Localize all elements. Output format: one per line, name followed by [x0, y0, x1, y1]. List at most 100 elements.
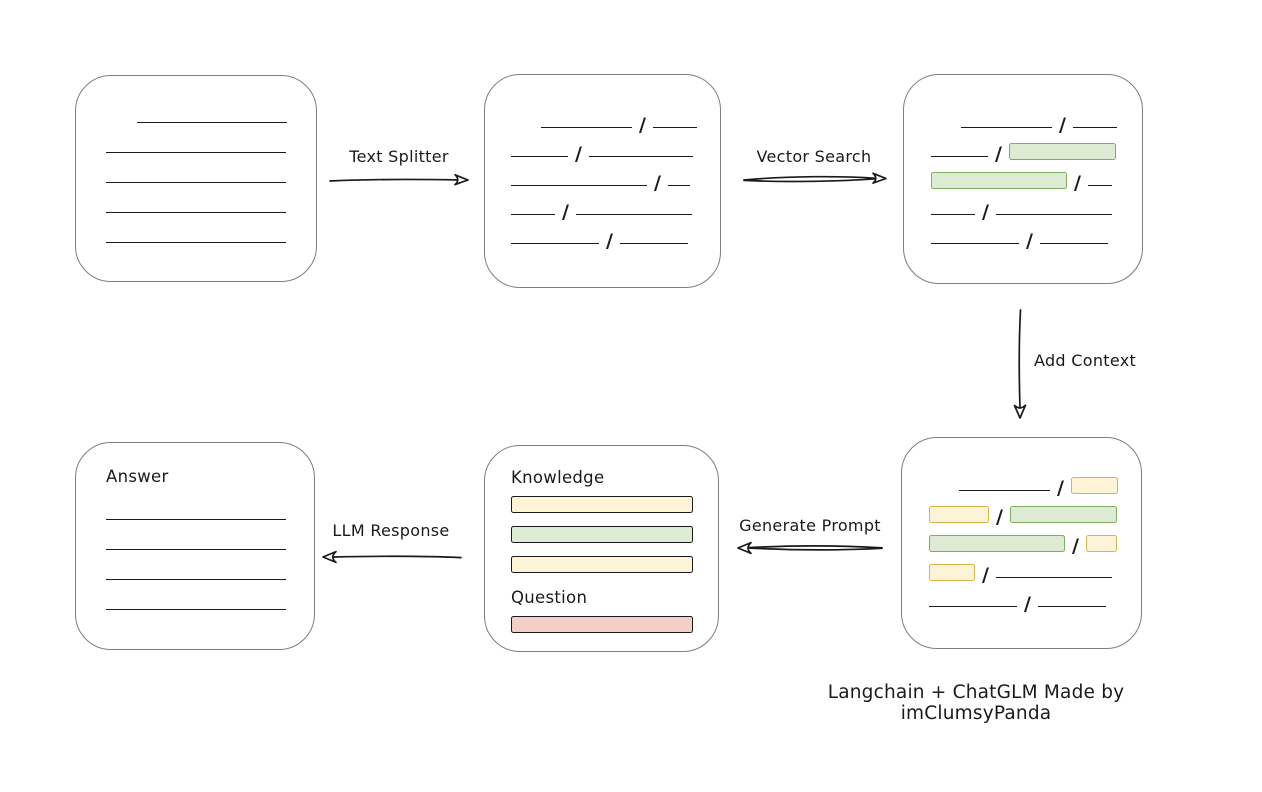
slash-separator: / — [996, 506, 1003, 528]
knowledge-bars — [511, 496, 694, 573]
vector-matches-box: / / / / / — [903, 74, 1143, 284]
text-row — [106, 126, 316, 156]
text-row: / — [511, 160, 720, 194]
text-row — [106, 96, 316, 126]
text-row — [106, 493, 314, 523]
source-document-box — [75, 75, 317, 282]
text-line — [931, 214, 975, 215]
yellow-bar — [511, 556, 693, 573]
slash-separator: / — [1074, 172, 1081, 194]
text-splitter-label: Text Splitter — [349, 147, 449, 166]
slash-separator: / — [606, 230, 613, 252]
text-row: / — [929, 552, 1141, 586]
question-label: Question — [511, 588, 588, 607]
text-row: / — [931, 189, 1142, 223]
text-line — [106, 609, 286, 610]
slash-separator: / — [982, 201, 989, 223]
add-context-arrow-icon — [1013, 309, 1027, 419]
text-line — [667, 185, 690, 186]
knowledge-label: Knowledge — [511, 468, 605, 487]
green-highlight-chip — [1008, 143, 1116, 160]
text-line — [106, 549, 286, 550]
yellow-highlight-chip — [1070, 477, 1118, 494]
text-line — [575, 214, 692, 215]
text-line — [137, 122, 287, 123]
slash-separator: / — [1024, 593, 1031, 615]
text-row: / — [929, 465, 1141, 499]
text-line — [1039, 243, 1108, 244]
text-line — [652, 127, 697, 128]
text-row: / — [929, 523, 1141, 556]
yellow-highlight-chip — [1085, 535, 1117, 552]
llm-response-label: LLM Response — [332, 521, 450, 540]
context-chunks-box: ///// — [901, 437, 1142, 649]
text-line — [106, 519, 286, 520]
vector-search-label: Vector Search — [756, 147, 872, 166]
text-splitter-arrow-icon — [329, 173, 469, 186]
slash-separator: / — [1057, 477, 1064, 499]
red-bar — [511, 616, 693, 633]
text-line — [588, 156, 693, 157]
text-line — [619, 243, 688, 244]
slash-separator: / — [654, 172, 661, 194]
text-row — [106, 553, 314, 583]
text-line — [106, 212, 286, 213]
text-line — [1072, 127, 1117, 128]
text-row — [106, 186, 316, 216]
text-line — [511, 185, 647, 186]
slash-separator: / — [639, 114, 646, 136]
text-row — [106, 216, 316, 246]
text-row: / — [931, 102, 1142, 136]
text-line — [995, 577, 1112, 578]
text-row: / — [931, 131, 1142, 165]
text-row: / — [929, 581, 1141, 615]
text-line — [106, 182, 286, 183]
llm-response-arrow-icon — [322, 550, 462, 564]
yellow-highlight-chip — [929, 564, 975, 581]
text-row: / — [511, 218, 720, 252]
slash-separator: / — [995, 143, 1002, 165]
text-row: / — [929, 494, 1141, 528]
slash-separator: / — [562, 201, 569, 223]
slash-separator: / — [575, 143, 582, 165]
slash-separator: / — [1026, 230, 1033, 252]
generate-prompt-arrow-icon — [737, 541, 883, 555]
prompt-box: Knowledge Question — [484, 445, 719, 652]
slash-separator: / — [982, 564, 989, 586]
text-line — [511, 156, 568, 157]
text-row — [106, 156, 316, 186]
text-line — [961, 127, 1052, 128]
text-row: / — [931, 160, 1142, 194]
text-line — [511, 243, 599, 244]
slash-separator: / — [1059, 114, 1066, 136]
text-line — [1087, 185, 1112, 186]
answer-label: Answer — [106, 467, 169, 486]
text-line — [931, 243, 1019, 244]
generate-prompt-label: Generate Prompt — [739, 516, 881, 535]
green-highlight-chip — [929, 535, 1065, 552]
answer-box: Answer — [75, 442, 315, 650]
text-line — [929, 606, 1017, 607]
green-bar — [511, 526, 693, 543]
text-line — [541, 127, 632, 128]
text-row: / — [511, 189, 720, 223]
text-row: / — [511, 131, 720, 165]
text-row: / — [931, 218, 1142, 252]
vector-search-arrow-icon — [743, 172, 887, 184]
text-line — [995, 214, 1112, 215]
green-highlight-chip — [931, 172, 1067, 189]
add-context-label: Add Context — [1034, 351, 1137, 370]
text-line — [959, 490, 1050, 491]
text-line — [1037, 606, 1106, 607]
text-line — [106, 579, 286, 580]
question-bars — [511, 616, 694, 633]
yellow-highlight-chip — [929, 506, 989, 523]
text-line — [931, 156, 988, 157]
split-text-box: / / / / / — [484, 74, 721, 288]
text-row — [106, 583, 314, 613]
text-line — [106, 242, 286, 243]
text-row: / — [511, 102, 720, 136]
text-line — [511, 214, 555, 215]
yellow-bar — [511, 496, 693, 513]
